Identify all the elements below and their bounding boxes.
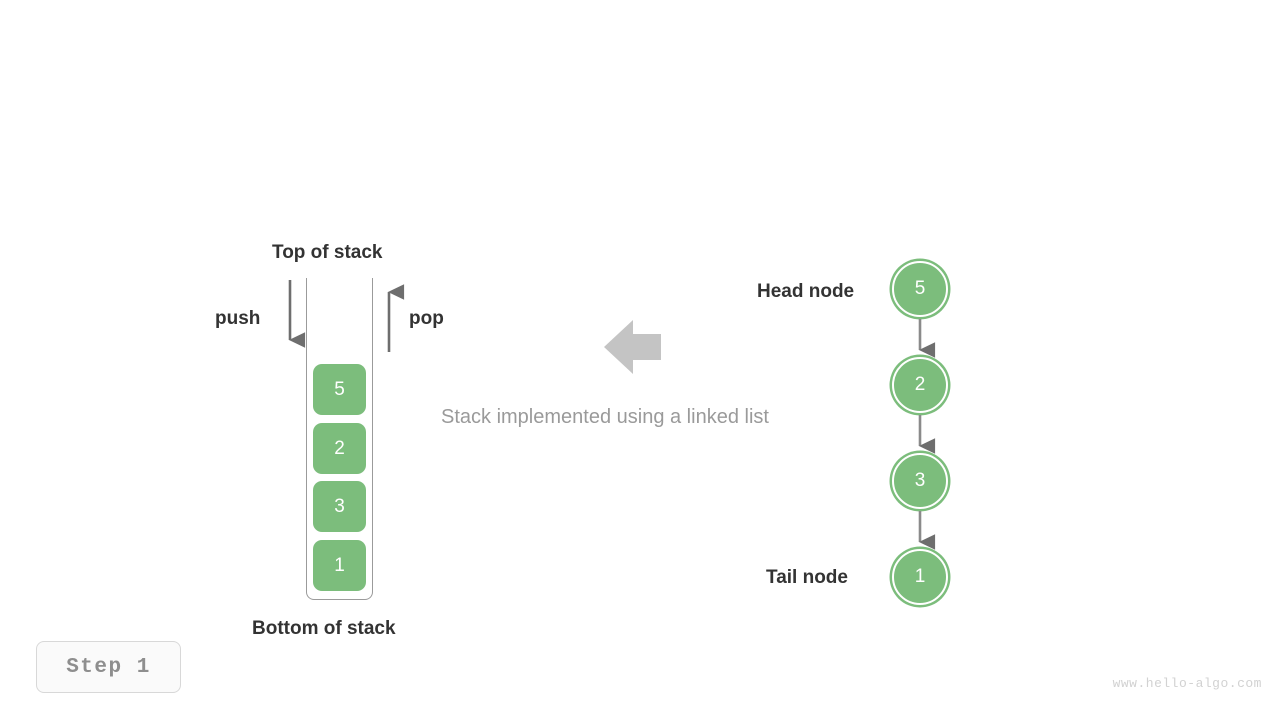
linked-list-node: 3 <box>892 453 948 509</box>
linked-list-node: 1 <box>892 549 948 605</box>
pop-label: pop <box>409 308 444 329</box>
transform-arrow-icon <box>604 320 661 374</box>
stack-container <box>306 278 373 600</box>
top-of-stack-label: Top of stack <box>272 242 383 263</box>
tail-node-label: Tail node <box>766 567 848 588</box>
bottom-of-stack-label: Bottom of stack <box>252 618 396 639</box>
head-node-label: Head node <box>757 281 855 302</box>
step-badge: Step 1 <box>36 641 181 693</box>
stack-cell: 2 <box>313 423 366 474</box>
stack-cell: 5 <box>313 364 366 415</box>
push-label: push <box>215 308 261 329</box>
stack-cell: 3 <box>313 481 366 532</box>
linked-list-node: 5 <box>892 261 948 317</box>
linked-list-node: 2 <box>892 357 948 413</box>
stack-cell: 1 <box>313 540 366 591</box>
caption-label: Stack implemented using a linked list <box>441 406 769 428</box>
watermark-label: www.hello-algo.com <box>1112 676 1262 691</box>
